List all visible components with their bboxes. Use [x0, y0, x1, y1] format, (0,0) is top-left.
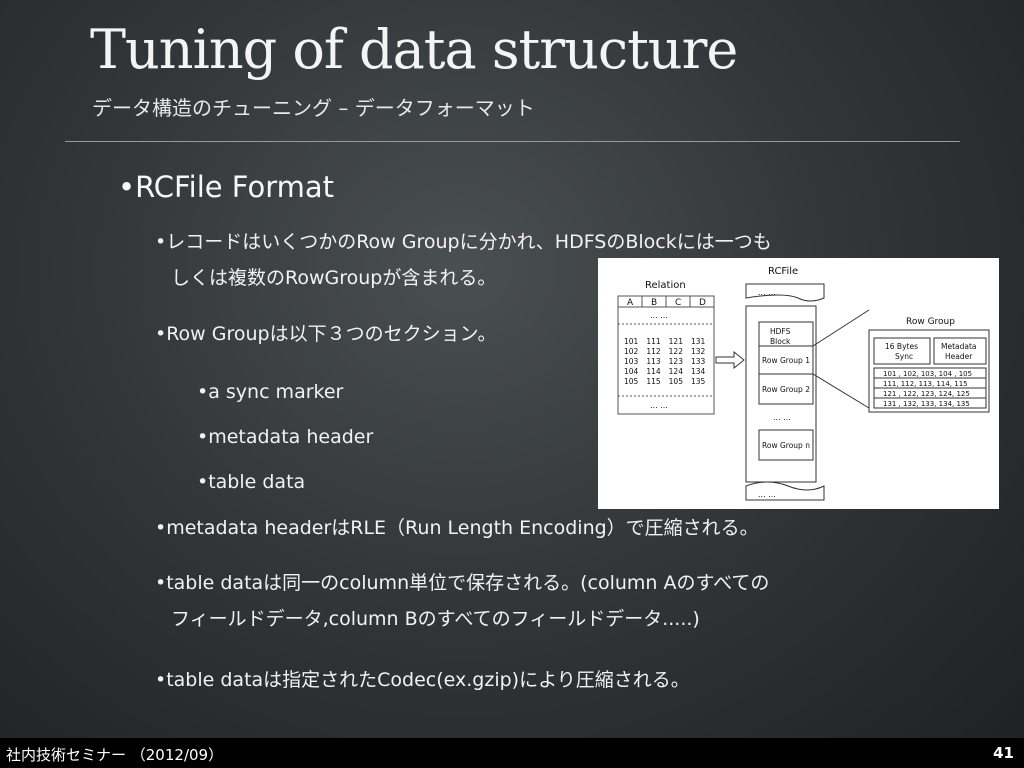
rowgroup-label: Row Group	[906, 317, 955, 327]
zoom-line-bottom	[812, 373, 870, 409]
relation-col-b: B	[651, 298, 657, 308]
sync-box	[873, 337, 931, 365]
bullet-rowgroup-sections: •Row Groupは以下３つのセクション。	[155, 323, 497, 345]
sync-line1: 16 Bytes	[885, 342, 918, 351]
relation-col-c: C	[675, 298, 681, 308]
metadata-line2: Header	[945, 352, 973, 361]
bullet-column-storage: •table dataは同一のcolumn単位で保存される。(column Aの…	[155, 565, 769, 637]
subbullet-metadata-header: •metadata header	[197, 426, 374, 448]
rcfile-dots-middle: ... ...	[773, 413, 791, 422]
rg-row-2: 111, 112, 113, 114, 115	[883, 380, 968, 388]
title-divider	[65, 141, 960, 142]
relation-table	[617, 295, 715, 415]
metadata-line1: Metadata	[941, 342, 977, 351]
page-number: 41	[993, 744, 1014, 762]
relation-label: Relation	[645, 280, 686, 291]
bullet-rowgroup-split-line1: •レコードはいくつかのRow Groupに分かれ、HDFSのBlockには一つも	[155, 231, 772, 253]
slide-title: Tuning of data structure	[90, 18, 738, 81]
bullet-metadata-rle: •metadata headerはRLE（Run Length Encoding…	[155, 517, 759, 539]
bullet-rowgroup-split: •レコードはいくつかのRow Groupに分かれ、HDFSのBlockには一つも…	[155, 224, 772, 296]
row-group-2-label: Row Group 2	[762, 385, 810, 394]
slide-subtitle: データ構造のチューニング – データフォーマット	[92, 96, 535, 120]
relation-dots-top: ... ...	[650, 311, 668, 320]
footer-seminar-label: 社内技術セミナー （2012/09）	[6, 746, 224, 764]
rcfile-top-cap	[745, 283, 825, 302]
relation-dots-bottom: ... ...	[650, 401, 668, 410]
row-group-1-label: Row Group 1	[762, 356, 810, 365]
bullet-rowgroup-split-line2: しくは複数のRowGroupが含まれる。	[171, 267, 497, 289]
row-group-n-label: Row Group n	[762, 441, 810, 450]
rcfile-dots-bottom: ... ...	[758, 490, 776, 499]
bullet-column-storage-line2: フィールドデータ,column Bのすべてのフィールドデータ.....)	[171, 608, 700, 630]
row-group-1-box	[758, 345, 814, 375]
bullet-column-storage-line1: •table dataは同一のcolumn単位で保存される。(column Aの…	[155, 572, 770, 594]
hdfs-block-line1: HDFS	[770, 327, 791, 336]
zoom-line-top	[812, 309, 870, 347]
rcfile-label: RCFile	[768, 266, 798, 277]
hdfs-block-box	[758, 321, 814, 351]
row-group-n-box	[758, 429, 814, 461]
rg-row-3: 121 , 122, 123, 124, 125	[883, 390, 970, 398]
rg-row-1: 101 , 102, 103, 104 , 105	[883, 370, 972, 378]
subbullet-table-data: •table data	[197, 471, 306, 493]
rcfile-bottom-cap	[745, 481, 825, 501]
rcfile-dots-top: ... ...	[758, 288, 776, 297]
bullet-codec-compression: •table dataは指定されたCodec(ex.gzip)により圧縮される。	[155, 669, 690, 691]
slide-footer: 社内技術セミナー （2012/09） 41	[0, 738, 1024, 768]
sync-line2: Sync	[895, 352, 913, 361]
hdfs-block-line2: Block	[770, 337, 791, 346]
relation-col-d: D	[699, 298, 706, 308]
row-group-2-box	[758, 373, 814, 405]
rg-row-4: 131 , 132, 133, 134, 135	[883, 400, 970, 408]
heading-bullet: •RCFile Format	[118, 170, 334, 204]
relation-col-a: A	[627, 298, 634, 308]
relation-to-rcfile-arrow	[715, 350, 745, 370]
metadata-box	[933, 337, 987, 365]
subbullet-sync-marker: •a sync marker	[197, 381, 344, 403]
rg-row-4-box	[873, 397, 987, 409]
